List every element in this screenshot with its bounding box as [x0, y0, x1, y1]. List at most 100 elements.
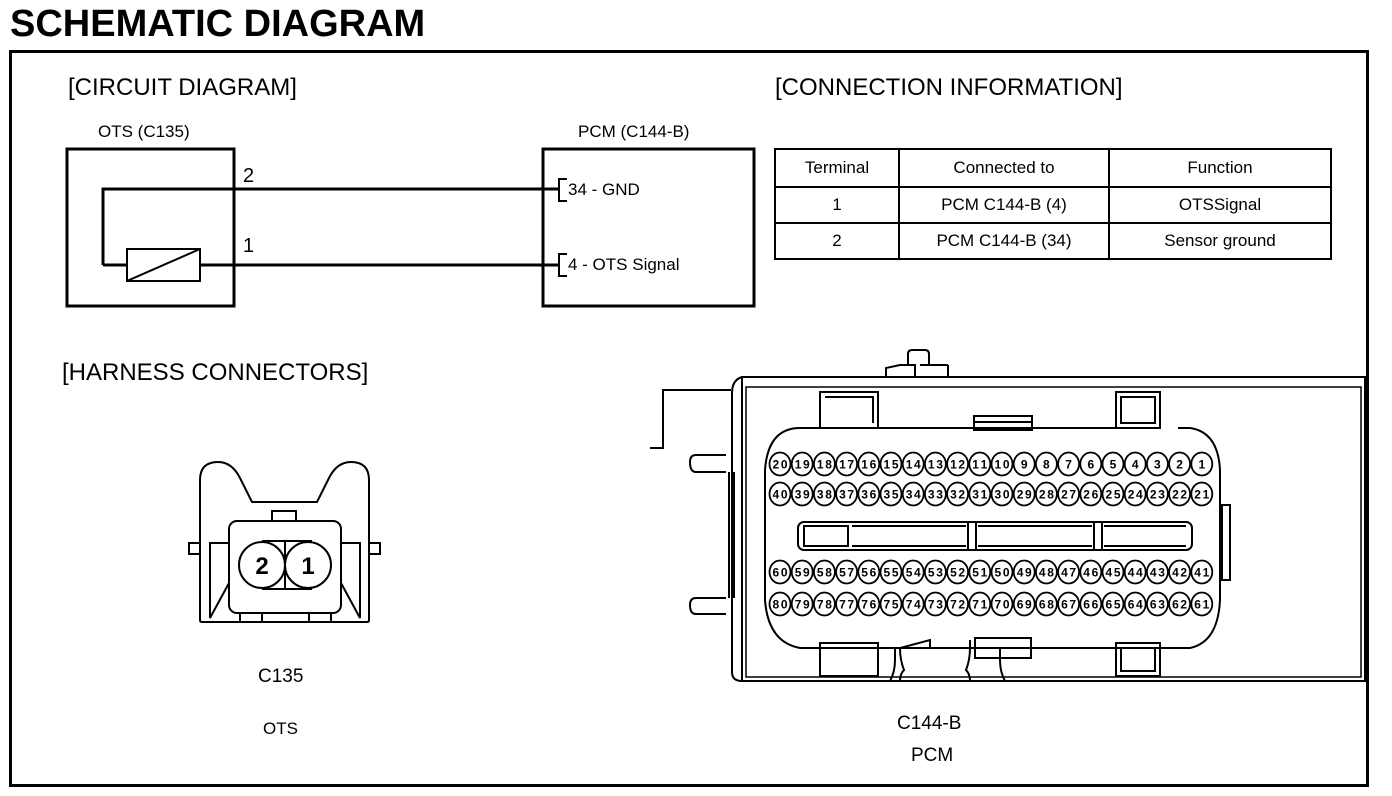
pcm-pin-circle [790, 451, 814, 477]
pcm-pin-4: 4 [1123, 451, 1147, 477]
table-row: 2 PCM C144-B (34) Sensor ground [774, 222, 1332, 260]
pcm-pin-label: 60 [773, 566, 788, 580]
pcm-pin-label: 58 [817, 566, 832, 580]
pcm-pin-circle [768, 559, 792, 585]
pcm-pin-circle [990, 559, 1014, 585]
cell-connected-to: PCM C144-B (4) [898, 186, 1110, 224]
pcm-pin-circle [879, 591, 903, 617]
pcm-pin-circle [813, 559, 836, 585]
pcm-pin-33: 33 [924, 481, 947, 507]
pcm-pin-circle [1101, 559, 1125, 585]
pcm-pin-77: 77 [835, 591, 858, 617]
pcm-pin-label: 40 [773, 488, 788, 502]
connection-info-heading: [CONNECTION INFORMATION] [775, 74, 1123, 101]
pcm-pin-circle [879, 559, 903, 585]
pcm-pin-circle [1035, 451, 1058, 477]
pcm-pin-label: 54 [906, 566, 921, 580]
pcm-pin-label: 53 [928, 566, 943, 580]
wire-pin-1-label: 1 [243, 235, 255, 257]
pcm-pin-80: 80 [768, 591, 792, 617]
pcm-pin-label: 67 [1061, 598, 1076, 612]
pcm-pin-15: 15 [879, 451, 903, 477]
pcm-pin-72: 72 [946, 591, 969, 617]
pcm-pin-label: 19 [795, 458, 810, 472]
pcm-pin-41: 41 [1190, 559, 1214, 585]
pcm-pin-circle [1012, 559, 1036, 585]
harness-connectors-heading: [HARNESS CONNECTORS] [62, 359, 369, 386]
pcm-pin-24: 24 [1123, 481, 1147, 507]
pcm-pin-12: 12 [946, 451, 969, 477]
pcm-pin-circle [1079, 481, 1103, 507]
pcm-connector-code: C144-B [897, 713, 962, 734]
pcm-pin-circle [990, 591, 1014, 617]
pcm-pin-label: 64 [1128, 598, 1143, 612]
pcm-pin-63: 63 [1146, 591, 1169, 617]
pcm-pin-label: 25 [1106, 488, 1121, 502]
pcm-pin-36: 36 [857, 481, 881, 507]
pcm-pin-label: 21 [1194, 488, 1209, 502]
pcm-pin-32: 32 [946, 481, 969, 507]
pcm-pin-label: 35 [884, 488, 899, 502]
page-title: SCHEMATIC DIAGRAM [10, 3, 426, 45]
pcm-pin-circle [968, 559, 992, 585]
pcm-pin-label: 59 [795, 566, 810, 580]
pcm-pin-circle [857, 559, 881, 585]
pcm-pin-78: 78 [813, 591, 836, 617]
pcm-pin-70: 70 [990, 591, 1014, 617]
pcm-pin-label: 56 [861, 566, 876, 580]
pcm-pin-circle [1190, 451, 1214, 477]
pcm-pin-circle [924, 481, 947, 507]
connection-table: Terminal Connected to Function 1 PCM C14… [774, 148, 1332, 260]
pcm-pin-8: 8 [1035, 451, 1058, 477]
circuit-diagram-heading: [CIRCUIT DIAGRAM] [68, 74, 297, 101]
pcm-pin-label: 12 [950, 458, 965, 472]
pcm-pin-label: 69 [1017, 598, 1032, 612]
ots-sensor-label: OTS (C135) [98, 122, 190, 141]
pcm-pin-69: 69 [1012, 591, 1036, 617]
pcm-pin-label: 47 [1061, 566, 1076, 580]
pcm-pin-circle [1057, 559, 1080, 585]
ots-connector-housing [199, 460, 370, 623]
pcm-pin-label: 36 [861, 488, 876, 502]
pcm-pin-label: 45 [1106, 566, 1121, 580]
pcm-pin-label: 65 [1106, 598, 1121, 612]
pcm-pin-label: 52 [950, 566, 965, 580]
pcm-pin-31: 31 [968, 481, 992, 507]
pcm-pin-circle [1190, 591, 1214, 617]
pcm-pin-label: 23 [1150, 488, 1165, 502]
pcm-pin-circle [813, 481, 836, 507]
pcm-pin-circle [901, 481, 925, 507]
pcm-pin-26: 26 [1079, 481, 1103, 507]
pcm-pin-label: 22 [1172, 488, 1187, 502]
pcm-pin-circle [1146, 591, 1169, 617]
pcm-pin-25: 25 [1101, 481, 1125, 507]
pcm-pin-16: 16 [857, 451, 881, 477]
pcm-pin-circle [1146, 481, 1169, 507]
pcm-pin-label: 73 [928, 598, 943, 612]
pcm-pin-label: 46 [1083, 566, 1098, 580]
pcm-pin-75: 75 [879, 591, 903, 617]
pcm-pin-circle [968, 451, 992, 477]
pcm-pin-label: 51 [972, 566, 987, 580]
pcm-pin-label: 13 [928, 458, 943, 472]
pcm-pin-59: 59 [790, 559, 814, 585]
pcm-pin-circle [1123, 591, 1147, 617]
pcm-pin-46: 46 [1079, 559, 1103, 585]
thermistor-symbol [126, 248, 201, 282]
pcm-pin-label: 27 [1061, 488, 1076, 502]
pcm-pin-circle [1168, 451, 1191, 477]
pcm-pin-label: 62 [1172, 598, 1187, 612]
pcm-pin-circle [835, 591, 858, 617]
pcm-pin-label: 4 [1132, 458, 1139, 472]
pcm-pin-9: 9 [1012, 451, 1036, 477]
ots-pin-2-label: 2 [255, 553, 268, 580]
pcm-pin-circle [1146, 559, 1169, 585]
pcm-pin-label: 79 [795, 598, 810, 612]
pcm-pin-label: 49 [1017, 566, 1032, 580]
pcm-pin-label: 17 [839, 458, 854, 472]
pcm-pin-label: 11 [972, 458, 987, 472]
pcm-pin-circle [990, 451, 1014, 477]
pcm-pin-label: 34 [906, 488, 921, 502]
